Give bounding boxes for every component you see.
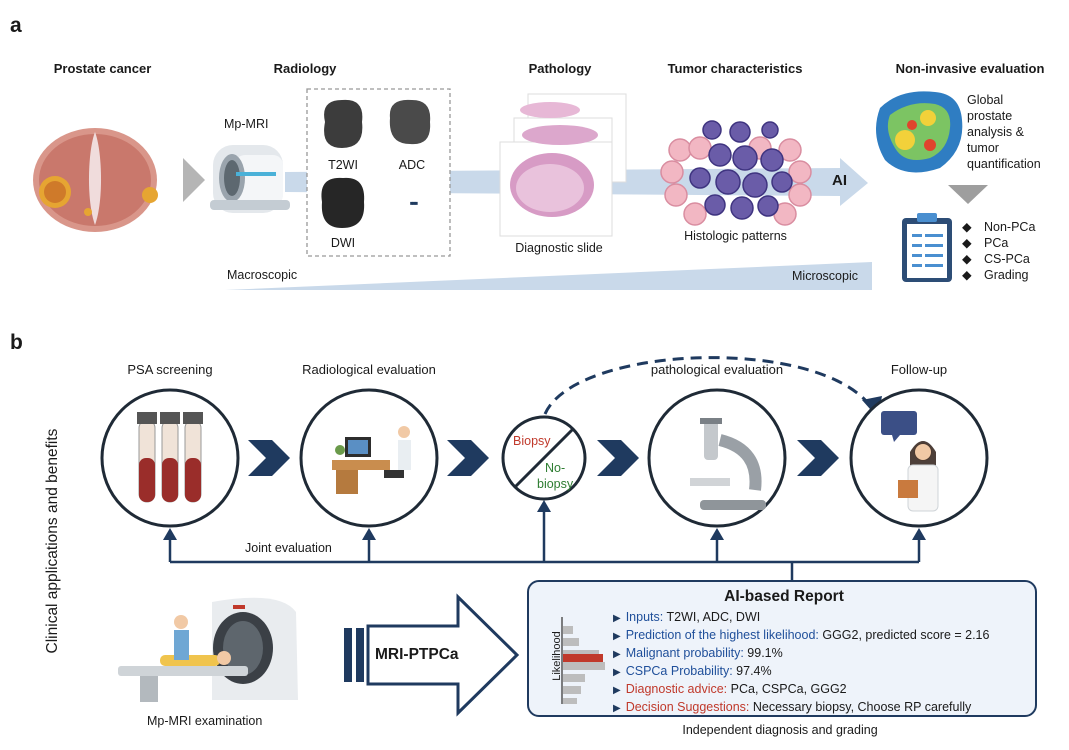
header-prostate-cancer: Prostate cancer <box>53 61 152 76</box>
report-line-inputs: ▶Inputs: T2WI, ADC, DWI <box>613 610 761 624</box>
mri-scanner-icon <box>210 145 290 213</box>
mri-exam-label: Mp-MRI examination <box>147 714 263 728</box>
microscope-icon <box>690 418 766 510</box>
outcome-list: ◆Non-PCa ◆PCa ◆CS-PCa ◆Grading <box>962 219 1035 283</box>
header-noninvasive: Non-invasive evaluation <box>895 61 1045 76</box>
no-biopsy-label-2: biopsy <box>537 477 574 491</box>
independent-label: Independent diagnosis and grading <box>682 723 878 737</box>
microscopic-label: Microscopic <box>792 269 858 283</box>
global-analysis-text: Global prostate analysis & tumor quantif… <box>967 93 1041 171</box>
mri-images <box>321 99 431 228</box>
report-line-malignant: ▶Malignant probability: 99.1% <box>613 646 783 660</box>
dwi-label: DWI <box>330 236 356 250</box>
mp-mri-label: Mp-MRI <box>224 117 269 131</box>
step-arrow-4 <box>797 440 839 476</box>
report-line-decision: ▶Decision Suggestions: Necessary biopsy,… <box>613 700 972 714</box>
scale-wedge <box>225 262 872 290</box>
followup-doctor <box>881 411 939 512</box>
step-radiological-evaluation: Radiological evaluation <box>302 362 436 377</box>
step-pathological-evaluation: pathological evaluation <box>650 362 784 377</box>
outcome-item: ◆PCa <box>962 236 1009 250</box>
mri-exam-illustration <box>118 597 298 702</box>
radiologist-desk <box>332 426 411 494</box>
ai-report-box: AI-based Report Likelihood ▶Inputs: T2WI… <box>527 580 1037 717</box>
heatmap-prostate <box>876 91 963 173</box>
macroscopic-label: Macroscopic <box>227 268 298 282</box>
outcome-item: ◆Grading <box>962 268 1029 282</box>
header-radiology: Radiology <box>273 61 337 76</box>
header-pathology: Pathology <box>528 61 592 76</box>
step-arrow-2 <box>447 440 489 476</box>
report-line-advice: ▶Diagnostic advice: PCa, CSPCa, GGG2 <box>613 682 847 696</box>
radiology-circle <box>299 388 439 528</box>
report-line-prediction: ▶Prediction of the highest likelihood: G… <box>613 628 990 642</box>
blood-tubes <box>137 412 203 503</box>
down-arrow <box>948 185 988 204</box>
prostate-illustration <box>33 128 158 232</box>
header-tumor-characteristics: Tumor characteristics <box>667 61 803 76</box>
model-name-label: MRI-PTPCa <box>375 646 459 663</box>
panel-b-letter: b <box>10 331 23 354</box>
pathology-slides <box>499 93 627 237</box>
chevron-arrow <box>183 158 205 202</box>
likelihood-bar-chart <box>561 617 605 704</box>
no-biopsy-label-1: No- <box>545 461 566 475</box>
report-title: AI-based Report <box>724 588 844 605</box>
diagnostic-slide-label: Diagnostic slide <box>515 241 603 255</box>
clipboard-icon <box>902 213 952 282</box>
t2wi-label: T2WI <box>328 158 358 172</box>
report-line-cspca: ▶CSPCa Probability: 97.4% <box>613 664 772 678</box>
step-arrow-3 <box>597 440 639 476</box>
outcome-item: ◆Non-PCa <box>962 220 1036 234</box>
ai-label: AI <box>832 172 847 189</box>
outcome-item: ◆CS-PCa <box>962 252 1030 266</box>
skip-dashed-arrow <box>543 356 874 415</box>
model-arrow <box>344 593 520 717</box>
step-arrow-1 <box>248 440 290 476</box>
panel-a-letter: a <box>10 14 22 37</box>
tumor-cells <box>689 120 793 220</box>
biopsy-divider <box>513 427 575 489</box>
step-psa-screening: PSA screening <box>127 362 213 377</box>
more-sequences-label: ▪▪▪ <box>409 196 419 210</box>
adc-label: ADC <box>398 158 426 172</box>
likelihood-label: Likelihood <box>551 631 563 681</box>
biopsy-label: Biopsy <box>513 434 551 448</box>
step-follow-up: Follow-up <box>890 362 948 377</box>
side-title: Clinical applications and benefits <box>44 428 61 654</box>
histologic-patterns-label: Histologic patterns <box>684 229 787 243</box>
joint-evaluation-label: Joint evaluation <box>245 541 332 555</box>
